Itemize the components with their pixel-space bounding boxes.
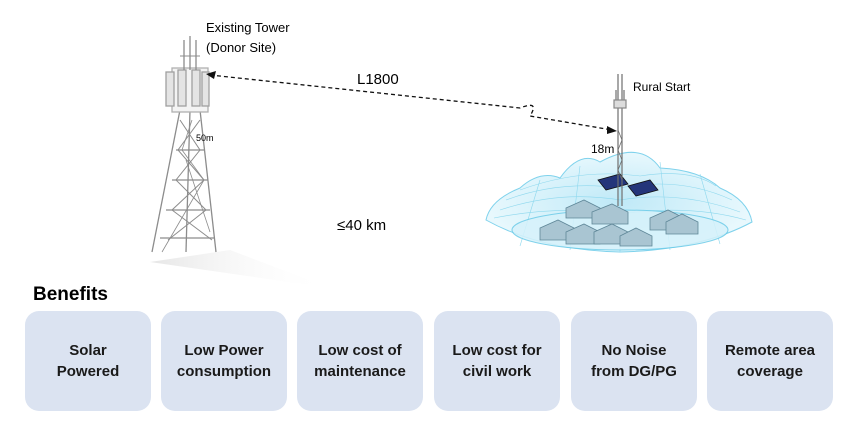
houses — [539, 199, 699, 247]
link-arrow-right — [607, 126, 617, 134]
benefit-card-line2: coverage — [737, 363, 803, 380]
link-arrow-left — [206, 71, 216, 79]
benefit-card-low-power: Low Power consumption — [161, 311, 287, 411]
donor-label-line2: (Donor Site) — [206, 40, 277, 55]
link-label: L1800 — [357, 71, 399, 88]
solar-panels — [597, 173, 659, 197]
benefit-card-line1: Low cost of — [318, 342, 402, 359]
benefit-card-line1: Remote area — [724, 342, 816, 359]
rural-height-label: 18m — [591, 142, 615, 156]
donor-label-line1: Existing Tower — [206, 20, 290, 35]
benefit-card-line1: Solar — [69, 342, 107, 359]
benefit-card-civil-work: Low cost for civil work — [434, 311, 560, 411]
benefit-card-line1: Low cost for — [452, 342, 542, 359]
donor-tower — [150, 36, 330, 288]
benefit-card-line2: from DG/PG — [591, 363, 677, 380]
benefit-card-line2: Powered — [56, 363, 120, 380]
benefit-card-remote-coverage: Remote area coverage — [707, 311, 833, 411]
benefits-title: Benefits — [33, 284, 108, 305]
rural-site-label: Rural Start — [633, 80, 691, 94]
benefit-card-line1: Low Power — [184, 342, 264, 359]
benefit-card-line2: consumption — [176, 363, 272, 380]
distance-label: ≤40 km — [337, 217, 387, 234]
donor-site-label: Existing Tower (Donor Site) — [206, 18, 290, 58]
rural-tower — [613, 74, 627, 206]
benefit-card-no-noise: No Noise from DG/PG — [571, 311, 697, 411]
benefit-card-line1: No Noise — [601, 342, 667, 359]
link-dashed-line — [209, 74, 613, 131]
benefit-card-maintenance: Low cost of maintenance — [297, 311, 423, 411]
donor-height-label: 50m — [196, 133, 214, 143]
benefit-card-line2: civil work — [462, 363, 532, 380]
benefit-card-line2: maintenance — [314, 363, 406, 380]
